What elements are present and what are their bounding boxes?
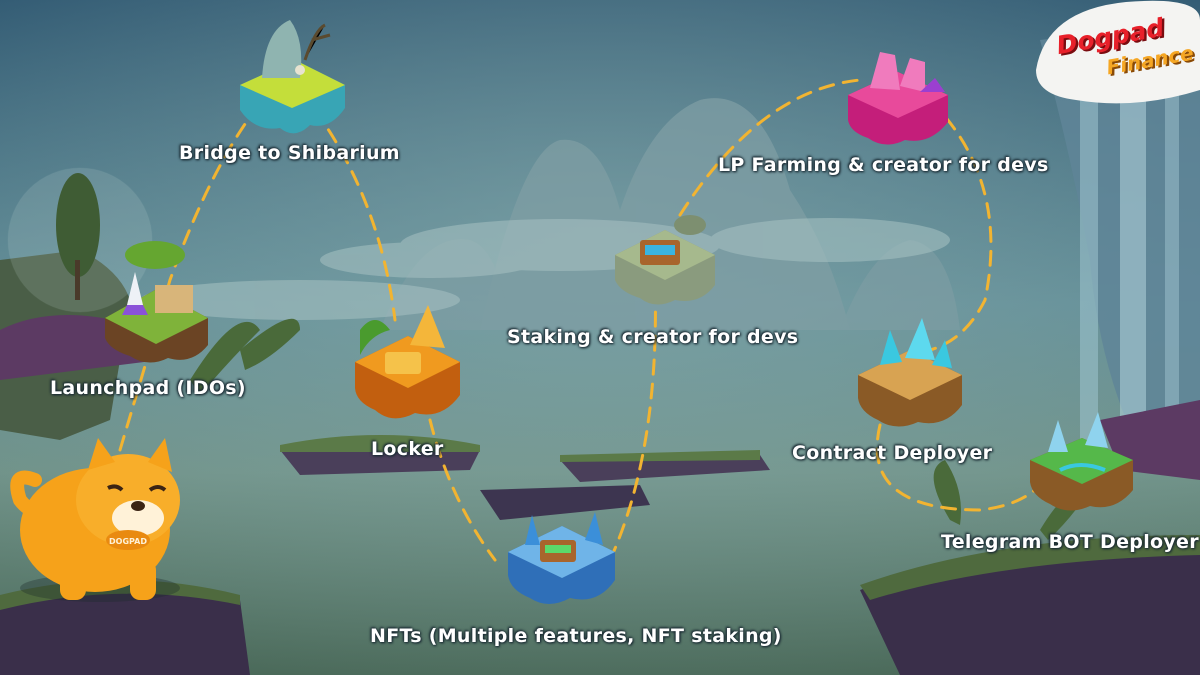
nfts-island <box>508 512 615 604</box>
feature-label-telegram-bot: Telegram BOT Deployer <box>941 531 1199 553</box>
contract-deployer-island <box>858 318 962 427</box>
feature-label-contract-deployer: Contract Deployer <box>792 442 993 464</box>
dogpad-mascot: DOGPAD <box>10 438 180 602</box>
dogpad-finance-logo: Dogpad Finance <box>1036 0 1200 105</box>
floating-ledges <box>0 435 1200 675</box>
locker-island <box>355 305 460 419</box>
feature-label-bridge: Bridge to Shibarium <box>179 142 400 164</box>
lp-farming-island <box>848 52 948 145</box>
feature-label-staking: Staking & creator for devs <box>507 326 799 348</box>
feature-label-locker: Locker <box>371 438 444 460</box>
telegram-bot-island <box>1030 412 1133 511</box>
feature-label-nfts: NFTs (Multiple features, NFT staking) <box>370 625 782 647</box>
left-cliff <box>0 167 160 440</box>
staking-island <box>615 215 715 305</box>
feature-label-lp-farming: LP Farming & creator for devs <box>718 154 1049 176</box>
feature-label-launchpad: Launchpad (IDOs) <box>50 377 246 399</box>
mascot-collar-text: DOGPAD <box>109 537 147 546</box>
roadmap-path <box>118 78 1047 562</box>
bridge-island <box>240 20 345 134</box>
launchpad-island <box>105 241 208 363</box>
background-clouds <box>140 218 950 320</box>
logo-badge <box>1036 0 1200 104</box>
